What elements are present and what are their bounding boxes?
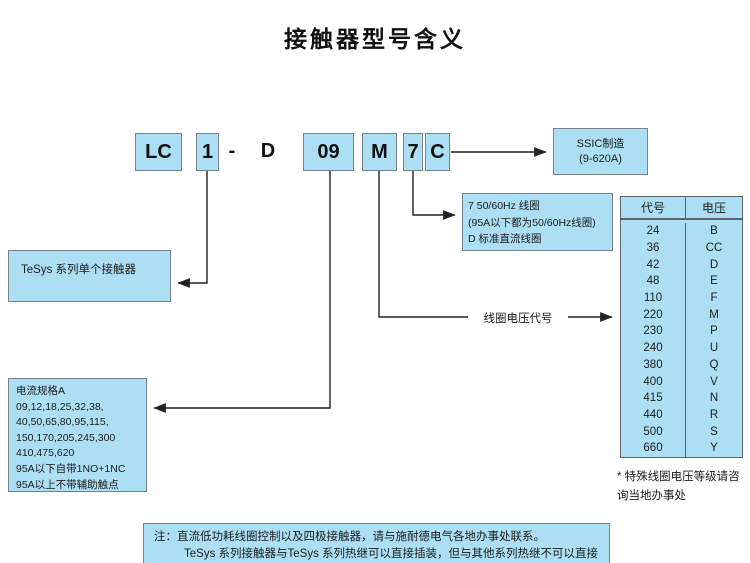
connector-1-to-series [177, 171, 208, 288]
current-line: 40,50,65,80,95,115, [16, 416, 109, 429]
series-label: TeSys 系列单个接触器 [21, 264, 137, 276]
connector-09-to-current [153, 171, 331, 413]
current-line: 150,170,205,245,300 [16, 431, 116, 444]
voltage-table-header-voltage: 电压 [701, 201, 726, 215]
ssic-line2: (9-620A) [579, 153, 622, 165]
model-part-09: 09 [303, 133, 354, 171]
connector-7-to-coil [412, 171, 456, 220]
coil-voltage-label: 线圈电压代号 [483, 313, 553, 325]
coil-line2: (95A以下都为50/60Hz线圈) [468, 216, 596, 229]
model-part-M: M [362, 133, 397, 171]
current-line: 09,12,18,25,32,38, [16, 400, 104, 413]
coil-line1: 7 50/60Hz 线圈 [468, 200, 540, 212]
model-part-dash: - [228, 140, 236, 162]
table-footnote: * 特殊线圈电压等级请咨询当地办事处 [617, 471, 740, 502]
model-part-1: 1 [196, 133, 219, 171]
bottom-note-box: 注：直流低功耗线圈控制以及四极接触器，请与施耐德电气各地办事处联系。 TeSys… [143, 523, 610, 563]
current-line: 95A以下自带1NO+1NC [16, 462, 126, 475]
voltage-table-header-code: 代号 [621, 197, 686, 218]
current-line: 410,475,620 [16, 447, 75, 460]
connector-m-to-voltage-label [378, 171, 468, 318]
ssic-callout-box: SSIC制造 (9-620A) [553, 128, 648, 175]
model-part-LC: LC [135, 133, 182, 171]
model-part-C: C [425, 133, 450, 171]
coil-callout-box: 7 50/60Hz 线圈 (95A以下都为50/60Hz线圈) D 标准直流线圈 [462, 193, 613, 251]
current-line: 95A以上不带辅助触点 [16, 478, 119, 491]
coil-line3: D 标准直流线圈 [468, 233, 542, 245]
model-part-D: D [260, 140, 276, 162]
current-rating-callout-box: 电流规格A 09,12,18,25,32,38, 40,50,65,80,95,… [8, 378, 147, 492]
note-line2: TeSys 系列接触器与TeSys 系列热继可以直接插装，但与其他系列热继不可以… [184, 547, 599, 560]
series-callout-box: TeSys 系列单个接触器 [8, 250, 171, 302]
model-part-7: 7 [403, 133, 423, 171]
voltage-table-header: 代号 电压 [621, 197, 742, 220]
current-line: 电流规格A [16, 385, 66, 397]
page-title: 接触器型号含义 [284, 26, 466, 52]
note-line1: 注：直流低功耗线圈控制以及四极接触器，请与施耐德电气各地办事处联系。 [154, 531, 545, 543]
ssic-line1: SSIC制造 [576, 138, 625, 150]
